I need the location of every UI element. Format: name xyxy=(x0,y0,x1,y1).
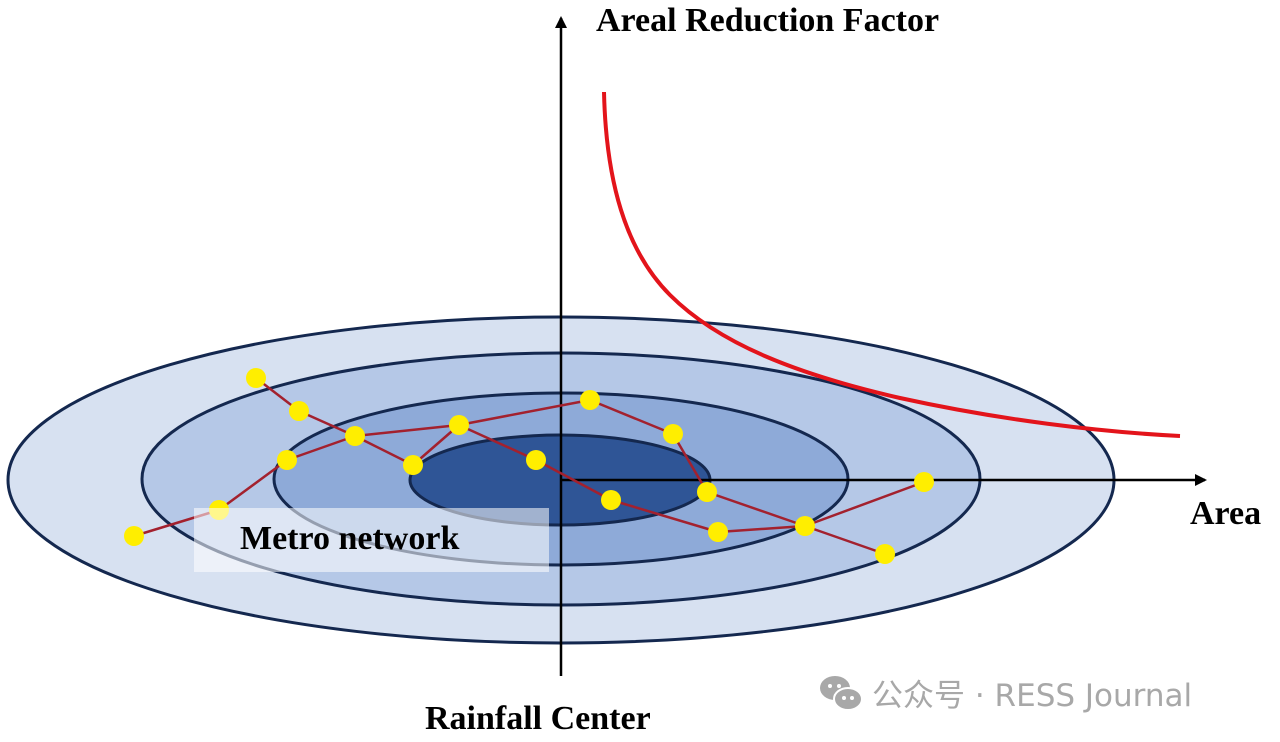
metro-station xyxy=(289,401,309,421)
metro-station xyxy=(345,426,365,446)
metro-line-segment xyxy=(804,480,925,528)
metro-station xyxy=(246,368,266,388)
rainfall-center-label: Rainfall Center xyxy=(425,700,651,737)
metro-line-segment xyxy=(535,458,612,502)
metro-station xyxy=(526,450,546,470)
watermark-text: 公众号 · RESS Journal xyxy=(872,678,1193,714)
metro-station xyxy=(580,390,600,410)
areal-reduction-factor-curve xyxy=(602,91,1181,438)
metro-line-segment xyxy=(717,524,806,534)
metro-station xyxy=(708,522,728,542)
metro-station xyxy=(795,516,815,536)
metro-station xyxy=(601,490,621,510)
metro-station xyxy=(449,415,469,435)
metro-line-segment xyxy=(610,498,719,534)
x-axis-label: Area xyxy=(1190,495,1262,532)
metro-network-label: Metro network xyxy=(240,520,460,557)
metro-station xyxy=(697,482,717,502)
metro-line-segment xyxy=(458,423,537,462)
watermark: 公众号 · RESS Journal xyxy=(818,670,1192,715)
metro-line-segment xyxy=(412,424,460,466)
metro-line-segment xyxy=(354,434,414,467)
metro-line-segment xyxy=(458,398,591,427)
metro-station xyxy=(403,455,423,475)
wechat-icon xyxy=(820,675,863,711)
metro-line-segment xyxy=(671,433,709,493)
metro-station xyxy=(277,450,297,470)
metro-station xyxy=(663,424,683,444)
metro-network xyxy=(124,368,934,564)
metro-label-backdrop xyxy=(194,508,549,572)
metro-line-segment xyxy=(298,409,356,438)
metro-line-segment xyxy=(706,490,806,528)
y-axis-label: Areal Reduction Factor xyxy=(596,2,940,39)
metro-station xyxy=(875,544,895,564)
metro-line-segment xyxy=(354,423,460,438)
axes xyxy=(555,16,1207,676)
metro-line-segment xyxy=(286,434,356,462)
metro-station xyxy=(914,472,934,492)
metro-line-segment xyxy=(589,398,674,436)
metro-line-segment xyxy=(218,458,288,512)
metro-station xyxy=(124,526,144,546)
metro-line-segment xyxy=(804,524,886,556)
